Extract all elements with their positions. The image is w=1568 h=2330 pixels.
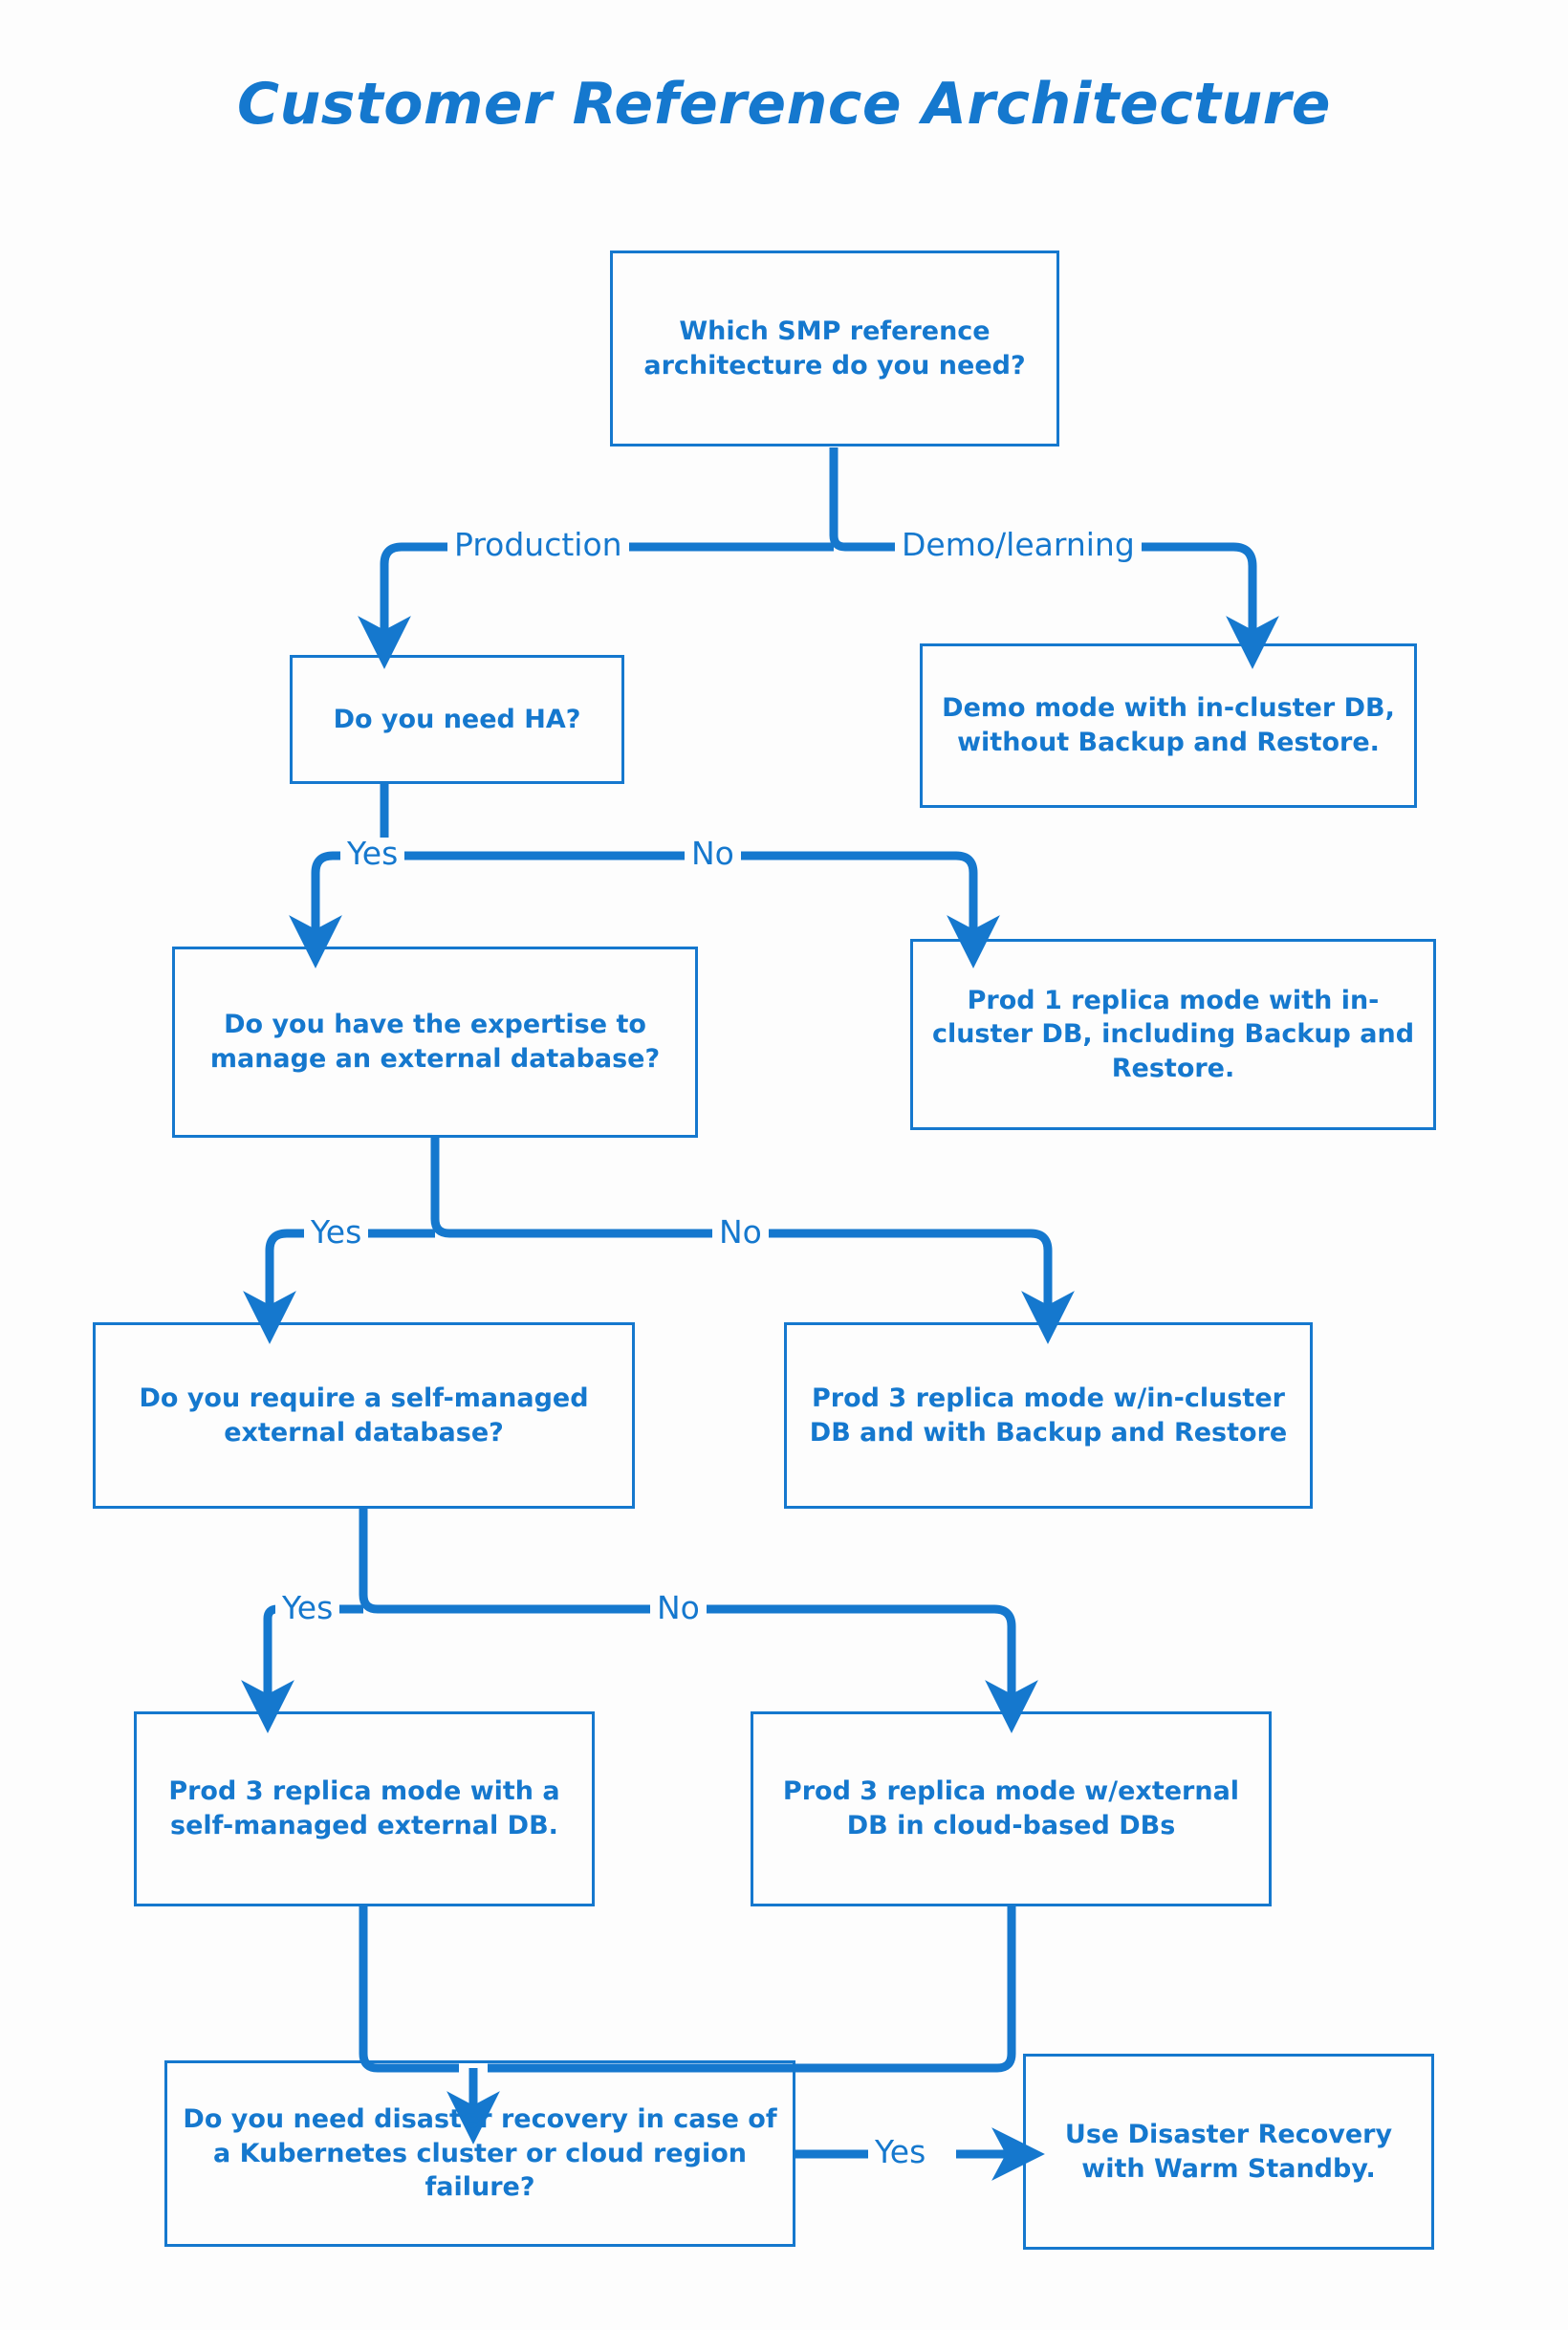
node-prod-3-external-db-cloud-based[interactable]: Prod 3 replica mode w/external DB in clo… bbox=[751, 1711, 1272, 1906]
edge-n1-split bbox=[829, 447, 860, 552]
node-need-disaster-recovery[interactable]: Do you need disaster recovery in case of… bbox=[164, 2060, 795, 2247]
edge-label-demo-learning: Demo/learning bbox=[895, 529, 1142, 560]
node-label: Prod 3 replica mode with a self-managed … bbox=[168, 1776, 560, 1840]
node-label: Do you need disaster recovery in case of… bbox=[183, 2104, 777, 2203]
node-label: Use Disaster Recovery with Warm Standby. bbox=[1064, 2119, 1393, 2184]
edge-n4-split bbox=[430, 1138, 462, 1238]
node-demo-mode-in-cluster-db[interactable]: Demo mode with in-cluster DB, without Ba… bbox=[920, 643, 1417, 808]
node-prod-3-self-managed-external-db[interactable]: Prod 3 replica mode with a self-managed … bbox=[134, 1711, 595, 1906]
edge-label-ha-no: No bbox=[685, 838, 741, 869]
edge-label-selfmanaged-yes: Yes bbox=[275, 1592, 340, 1623]
edge-label-expertise-no: No bbox=[712, 1216, 769, 1248]
node-prod-3-replica-in-cluster-db[interactable]: Prod 3 replica mode w/in-cluster DB and … bbox=[784, 1322, 1313, 1509]
node-label: Prod 3 replica mode w/in-cluster DB and … bbox=[809, 1383, 1288, 1448]
edge-label-expertise-yes: Yes bbox=[304, 1216, 369, 1248]
node-which-smp-reference-architecture[interactable]: Which SMP reference architecture do you … bbox=[610, 250, 1059, 446]
edge-label-selfmanaged-no: No bbox=[650, 1592, 707, 1623]
edge-label-dr-yes: Yes bbox=[868, 2136, 933, 2167]
node-label: Demo mode with in-cluster DB, without Ba… bbox=[942, 693, 1395, 757]
node-label: Prod 1 replica mode with in-cluster DB, … bbox=[931, 985, 1415, 1083]
node-expertise-external-database[interactable]: Do you have the expertise to manage an e… bbox=[172, 947, 698, 1138]
edge-label-ha-yes: Yes bbox=[340, 838, 405, 869]
node-use-disaster-recovery-warm-standby[interactable]: Use Disaster Recovery with Warm Standby. bbox=[1023, 2054, 1434, 2250]
edge-n9-to-merge bbox=[488, 1906, 1016, 2073]
node-label: Do you need HA? bbox=[333, 704, 581, 734]
node-label: Which SMP reference architecture do you … bbox=[643, 316, 1026, 381]
node-label: Prod 3 replica mode w/external DB in clo… bbox=[782, 1776, 1240, 1840]
node-require-self-managed-external-db[interactable]: Do you require a self-managed external d… bbox=[93, 1322, 635, 1509]
node-label: Do you require a self-managed external d… bbox=[139, 1383, 589, 1448]
edge-n8-to-merge bbox=[359, 1906, 459, 2073]
edge-n6-split bbox=[359, 1509, 390, 1614]
edge-label-production: Production bbox=[447, 529, 629, 560]
node-label: Do you have the expertise to manage an e… bbox=[209, 1010, 661, 1074]
node-do-you-need-ha[interactable]: Do you need HA? bbox=[290, 655, 624, 784]
node-prod-1-replica-mode[interactable]: Prod 1 replica mode with in-cluster DB, … bbox=[910, 939, 1436, 1130]
page-title: Customer Reference Architecture bbox=[237, 71, 1331, 138]
